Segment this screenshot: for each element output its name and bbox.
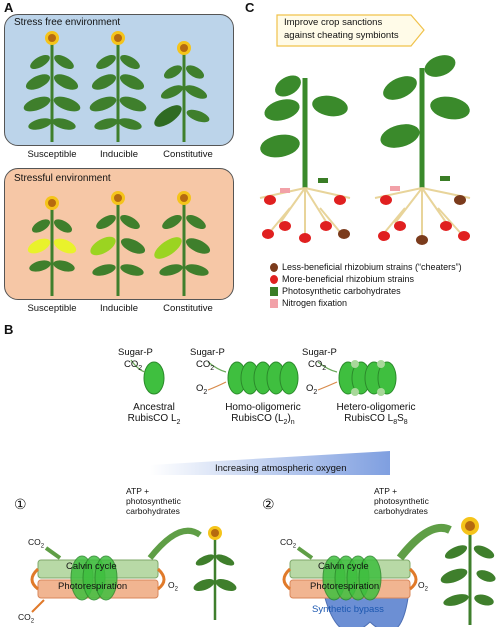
plant-bottom-inducible xyxy=(90,191,146,296)
label-bottom-constitutive: Constitutive xyxy=(163,303,213,314)
label-bottom-susceptible: Susceptible xyxy=(27,303,77,314)
beneficial-icon xyxy=(270,274,278,284)
panel-a-plants xyxy=(23,31,211,296)
panel-c-roots xyxy=(259,55,471,245)
plant-bottom-susceptible xyxy=(27,196,77,296)
callout-line-2: against cheating symbionts xyxy=(284,30,399,41)
panel-a-label: A xyxy=(4,0,14,15)
hetero-oligomer xyxy=(338,360,397,396)
scenario-1-calvin: Calvin cycle xyxy=(66,561,117,572)
hetero-label: Hetero-oligomeric RubisCO L8S8 xyxy=(336,402,416,426)
cheater-icon xyxy=(270,262,278,272)
o2-3: O2 xyxy=(306,383,318,396)
callout-line-1: Improve crop sanctions xyxy=(284,17,383,28)
sugar-p-2: Sugar-P xyxy=(190,347,225,358)
scenario-2-co2-in: CO2 xyxy=(280,537,297,550)
legend-nitrogen: Nitrogen fixation xyxy=(270,297,462,309)
co2-2: CO2 xyxy=(196,359,215,372)
ancestral-label: Ancestral RubisCO L2 xyxy=(127,402,181,426)
stressful-title: Stressful environment xyxy=(14,173,111,184)
legend-beneficial: More-beneficial rhizobium strains xyxy=(270,273,462,285)
scenario-2-atp: ATP + photosynthetic carbohydrates xyxy=(374,486,429,516)
scenario-2-number: ② xyxy=(262,496,275,512)
stress-free-title: Stress free environment xyxy=(14,17,121,28)
label-top-constitutive: Constitutive xyxy=(163,149,213,160)
label-top-inducible: Inducible xyxy=(99,149,139,160)
scenario-1-co2-out: CO2 xyxy=(18,612,35,625)
sugar-p-1: Sugar-P xyxy=(118,347,153,358)
synthetic-bypass-label: Synthetic bypass xyxy=(312,604,384,615)
scenario-2-diagram xyxy=(282,517,496,627)
homo-oligomer xyxy=(227,361,299,395)
scenario-1-co2-in: CO2 xyxy=(28,537,45,550)
oxygen-arrow-label: Increasing atmospheric oxygen xyxy=(215,463,347,474)
callout-box xyxy=(276,14,425,47)
homo-label: Homo-oligomeric RubisCO (L2)n xyxy=(225,402,301,426)
plant-top-constitutive xyxy=(154,41,210,142)
scenario-2-photoresp: Photorespiration xyxy=(310,581,380,592)
scenario-1-atp: ATP + photosynthetic carbohydrates xyxy=(126,486,181,516)
o2-2: O2 xyxy=(196,383,208,396)
label-top-susceptible: Susceptible xyxy=(27,149,77,160)
green-arrow-icon xyxy=(270,286,278,296)
scenario-2-o2: O2 xyxy=(418,580,428,593)
oxygen-gradient-arrow xyxy=(150,451,390,475)
pink-arrow-icon xyxy=(270,298,278,308)
legume-plant-left xyxy=(259,75,351,243)
legend-carbohydrates: Photosynthetic carbohydrates xyxy=(270,285,462,297)
panel-c-label: C xyxy=(245,0,255,15)
legend-cheaters: Less-beneficial rhizobium strains (“chea… xyxy=(270,261,462,273)
plant-bottom-constitutive xyxy=(154,191,211,296)
sugar-p-3: Sugar-P xyxy=(302,347,337,358)
plant-top-inducible xyxy=(89,31,147,142)
panel-b-graphics xyxy=(30,359,496,627)
scenario-1-number: ① xyxy=(14,496,27,512)
plant-top-susceptible xyxy=(23,31,81,142)
scenario-1-o2: O2 xyxy=(168,580,178,593)
scenario-1-photoresp: Photorespiration xyxy=(58,581,128,592)
label-bottom-inducible: Inducible xyxy=(99,303,139,314)
panel-c-legend: Less-beneficial rhizobium strains (“chea… xyxy=(270,261,462,309)
scenario-2-calvin: Calvin cycle xyxy=(318,561,369,572)
co2-3: CO2 xyxy=(308,359,327,372)
panel-b-label: B xyxy=(4,322,14,337)
legume-plant-right xyxy=(374,55,471,245)
scenario-1-diagram xyxy=(30,526,237,620)
co2-1: CO2 xyxy=(124,359,143,372)
